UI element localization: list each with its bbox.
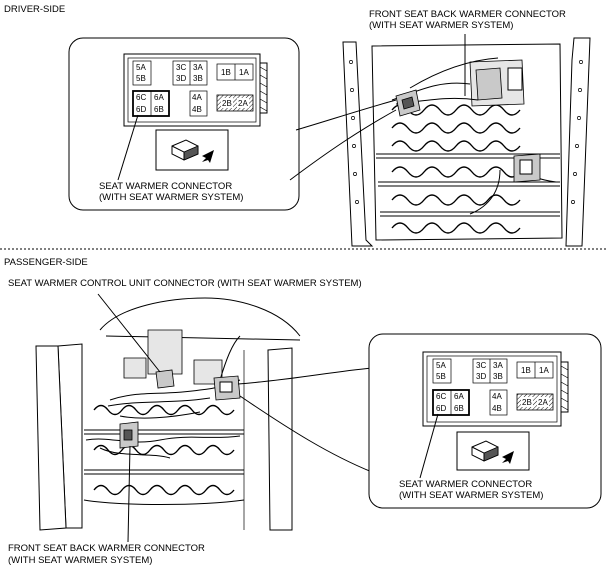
passenger-side-label: PASSENGER-SIDE: [4, 257, 88, 268]
passenger-connector-label-line1: SEAT WARMER CONNECTOR: [399, 479, 532, 490]
driver-pin-4B: 4B: [192, 105, 202, 114]
passenger-pin-6D: 6D: [436, 404, 446, 413]
driver-seat-illustration: [342, 36, 591, 247]
driver-pin-3A: 3A: [193, 63, 203, 72]
driver-pin-1B: 1B: [221, 68, 231, 77]
passenger-pin-6A: 6A: [454, 392, 464, 401]
driver-side-section: DRIVER-SIDE: [4, 4, 591, 247]
passenger-control-unit-label: SEAT WARMER CONTROL UNIT CONNECTOR (WITH…: [8, 278, 362, 289]
driver-side-label: DRIVER-SIDE: [4, 4, 65, 15]
passenger-connector-leader: [419, 413, 439, 479]
passenger-pin-3C: 3C: [476, 361, 486, 370]
passenger-pin-4A: 4A: [492, 392, 502, 401]
passenger-pin-2A: 2A: [538, 398, 548, 407]
driver-heater-element: [391, 104, 521, 234]
driver-pin-5B: 5B: [136, 74, 146, 83]
driver-connector-icon: [155, 129, 229, 171]
driver-connector-leader: [117, 114, 139, 181]
passenger-callout: 5A 5B 3C 3A 3D 3B 1B 1A 6C 6A 6D 6B 4A: [237, 333, 602, 509]
passenger-back-warmer-label-line1: FRONT SEAT BACK WARMER CONNECTOR: [8, 543, 205, 554]
driver-callout: 5A 5B 3C 3A 3D 3B 1B 1A 6C 6A 6D: [68, 37, 397, 211]
passenger-connector-face: 5A 5B 3C 3A 3D 3B 1B 1A 6C 6A 6D 6B 4A: [422, 351, 569, 427]
passenger-connector-label-line2: (WITH SEAT WARMER SYSTEM): [399, 490, 543, 501]
driver-pin-6D: 6D: [136, 105, 146, 114]
driver-connector-label-line1: SEAT WARMER CONNECTOR: [99, 181, 232, 192]
passenger-pin-3A: 3A: [493, 361, 503, 370]
driver-pin-3C: 3C: [176, 63, 186, 72]
driver-pin-3D: 3D: [176, 74, 186, 83]
driver-pin-2A: 2A: [238, 99, 248, 108]
seat-right-bolster: [565, 37, 591, 247]
passenger-seat-illustration: [35, 297, 301, 531]
passenger-back-warmer-label-line2: (WITH SEAT WARMER SYSTEM): [8, 555, 152, 566]
driver-connector-face: 5A 5B 3C 3A 3D 3B 1B 1A 6C 6A 6D: [123, 53, 268, 127]
passenger-back-warmer-leader: [127, 445, 131, 543]
passenger-right-bolster: [267, 347, 293, 531]
seat-left-bolster: [342, 41, 374, 247]
passenger-pin-4B: 4B: [492, 404, 502, 413]
driver-pin-6A: 6A: [154, 93, 164, 102]
passenger-pin-1B: 1B: [521, 366, 531, 375]
passenger-pin-5A: 5A: [436, 361, 446, 370]
passenger-pin-6B: 6B: [454, 404, 464, 413]
passenger-pin-3B: 3B: [493, 372, 503, 381]
driver-pin-3B: 3B: [193, 74, 203, 83]
driver-arrow-icon: [202, 150, 214, 163]
driver-pin-6B: 6B: [154, 105, 164, 114]
driver-connector-label-line2: (WITH SEAT WARMER SYSTEM): [99, 192, 243, 203]
driver-pin-1A: 1A: [239, 68, 249, 77]
passenger-pin-5B: 5B: [436, 372, 446, 381]
passenger-arrow-icon: [502, 451, 514, 464]
control-unit-leader: [97, 293, 161, 373]
passenger-pin-6C: 6C: [436, 392, 446, 401]
driver-back-warmer-label-line2: (WITH SEAT WARMER SYSTEM): [369, 20, 513, 31]
driver-back-warmer-label-line1: FRONT SEAT BACK WARMER CONNECTOR: [369, 9, 566, 20]
passenger-pin-3D: 3D: [476, 372, 486, 381]
passenger-callout-leader: [239, 395, 373, 473]
passenger-pin-1A: 1A: [539, 366, 549, 375]
passenger-connector-icon: [456, 431, 530, 471]
passenger-side-section: PASSENGER-SIDE SEAT WARMER CONTROL UNIT …: [4, 257, 602, 566]
passenger-heater-element: [93, 404, 235, 496]
passenger-control-unit-connector: [155, 369, 175, 389]
driver-pin-2B: 2B: [222, 99, 232, 108]
driver-callout-leader: [289, 109, 397, 181]
driver-pin-5A: 5A: [136, 63, 146, 72]
passenger-pin-2B: 2B: [522, 398, 532, 407]
driver-pin-4A: 4A: [192, 93, 202, 102]
driver-pin-6C: 6C: [136, 93, 146, 102]
